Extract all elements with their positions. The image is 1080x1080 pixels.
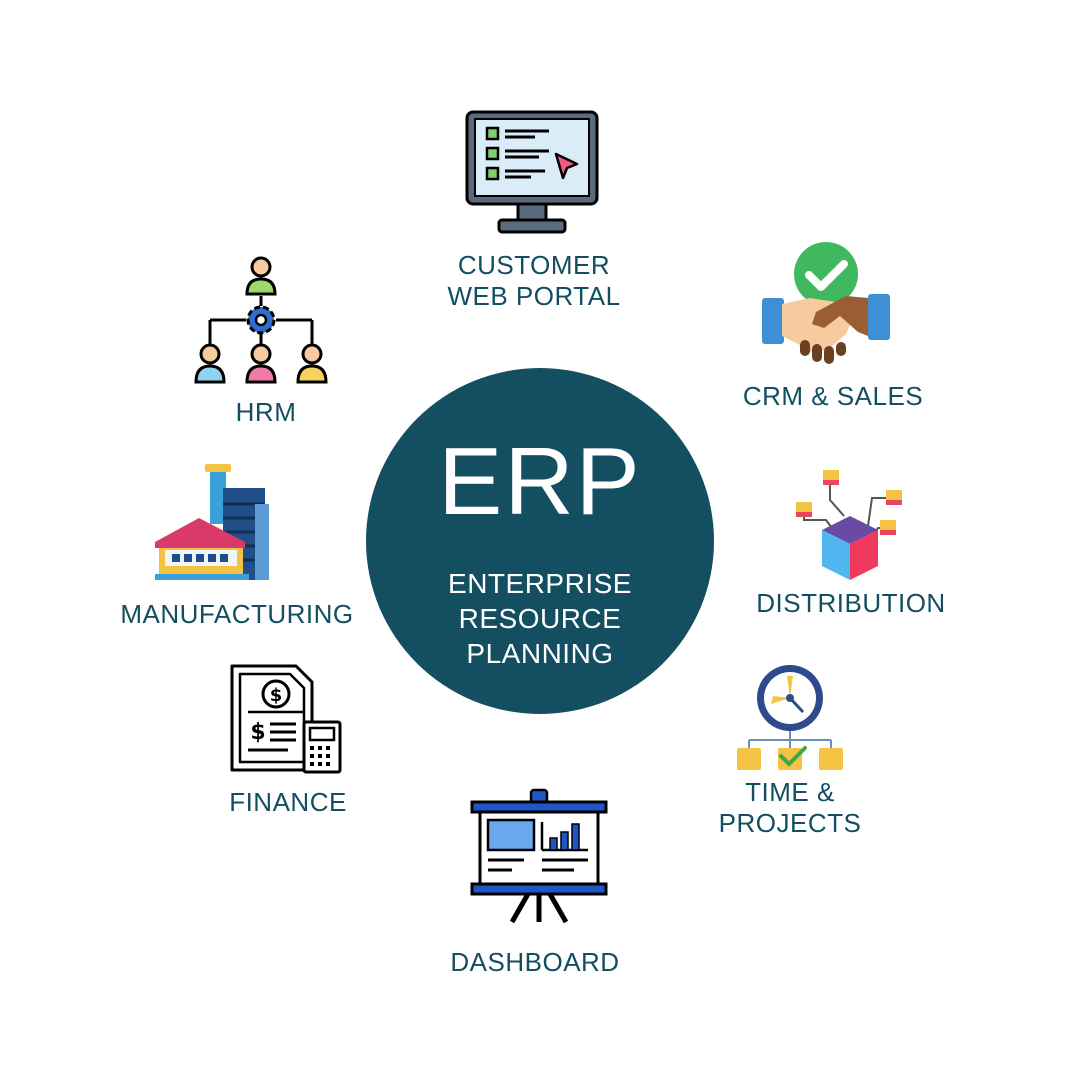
time-projects-line-2: PROJECTS xyxy=(718,808,862,838)
box-network-icon xyxy=(796,470,902,580)
finance-label: FINANCE xyxy=(229,787,347,817)
handshake-icon xyxy=(762,242,890,364)
customer-web-portal-line-2: WEB PORTAL xyxy=(447,281,621,311)
factory-icon xyxy=(155,464,269,580)
manufacturing-label: MANUFACTURING xyxy=(120,599,354,629)
monitor-checklist-icon xyxy=(465,110,599,234)
time-projects-line-1: TIME & xyxy=(745,777,835,807)
distribution-label: DISTRIBUTION xyxy=(756,588,946,618)
erp-center-circle: ERP ENTERPRISE RESOURCE PLANNING xyxy=(366,368,714,714)
center-title: ERP xyxy=(438,428,642,535)
presentation-board-icon xyxy=(470,788,608,924)
customer-web-portal-label: CUSTOMER WEB PORTAL xyxy=(436,250,632,312)
customer-web-portal-line-1: CUSTOMER xyxy=(457,250,611,280)
crm-sales-label: CRM & SALES xyxy=(742,381,924,411)
clock-tasks-icon xyxy=(737,665,843,770)
center-subtitle: ENTERPRISE RESOURCE PLANNING xyxy=(366,566,714,671)
hrm-label: HRM xyxy=(235,397,297,427)
center-subtitle-line-1: ENTERPRISE RESOURCE xyxy=(448,568,632,634)
invoice-calculator-icon: $ $ xyxy=(230,664,342,774)
svg-text:$: $ xyxy=(250,720,265,745)
center-subtitle-line-2: PLANNING xyxy=(466,638,614,669)
time-projects-label: TIME & PROJECTS xyxy=(700,777,880,839)
dashboard-label: DASHBOARD xyxy=(450,947,620,977)
svg-text:$: $ xyxy=(270,685,283,706)
org-chart-icon xyxy=(194,256,328,384)
